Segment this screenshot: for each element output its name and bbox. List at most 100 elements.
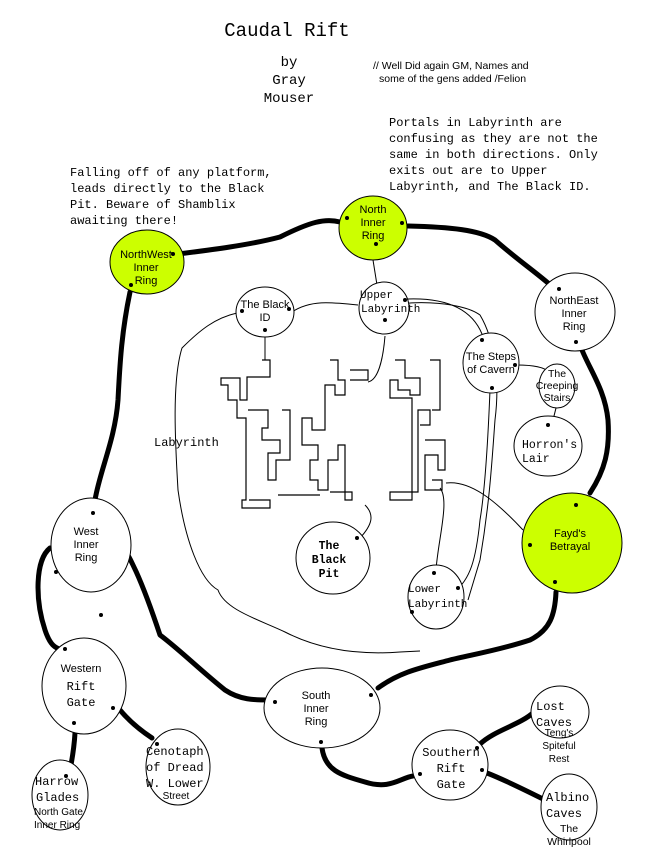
note-line: Labyrinth, and The Black ID.: [389, 180, 591, 194]
node-shape[interactable]: [263, 667, 381, 749]
node-shape[interactable]: [407, 564, 465, 630]
node-shape[interactable]: [358, 281, 410, 335]
node-shape[interactable]: [534, 272, 616, 352]
byline-by: by: [281, 55, 298, 71]
node-shape[interactable]: [538, 363, 576, 409]
node-label: Western: [61, 663, 102, 675]
node-sublabel: Street: [163, 791, 190, 802]
node-shape[interactable]: [530, 685, 590, 739]
portals-note: Portals in Labyrinth are confusing as th…: [389, 116, 598, 194]
falling-note: Falling off of any platform, leads direc…: [70, 166, 272, 228]
node-shape[interactable]: [145, 728, 211, 806]
node-shape[interactable]: [109, 229, 185, 295]
node-shape[interactable]: [50, 497, 132, 593]
note-line: exits out are to Upper: [389, 164, 547, 178]
note-line: confusing as they are not the: [389, 132, 598, 146]
credit-line-2: some of the gens added /Felion: [379, 73, 526, 85]
link-black-id-upper-labyrinth: [291, 302, 359, 313]
node-shape[interactable]: [513, 415, 583, 477]
node-shape[interactable]: [41, 637, 127, 735]
node-shape[interactable]: [235, 286, 295, 338]
node-shape[interactable]: [31, 759, 89, 831]
road-southern-rift-albino: [484, 770, 548, 803]
road-west-south: [102, 517, 271, 703]
link-maze-fayd: [445, 482, 524, 531]
link-north-upper-labyrinth: [372, 259, 378, 286]
byline-name-1: Gray: [272, 73, 306, 89]
node-shape[interactable]: [411, 729, 489, 801]
road-northwest-north: [175, 218, 343, 257]
road-southern-rift-lost-caves: [477, 709, 537, 747]
node-shape[interactable]: [462, 332, 520, 394]
road-western-rift-cenotaph: [117, 707, 155, 741]
credit-line-1: // Well Did again GM, Names and: [373, 60, 529, 72]
byline-name-2: Mouser: [264, 91, 314, 107]
labyrinth-label: Labyrinth: [154, 436, 219, 450]
exit-dots: [54, 216, 578, 778]
map-title: Caudal Rift: [224, 20, 349, 42]
link-upper-labyrinth-maze: [367, 335, 386, 383]
link-steps-lower-labyrinth: [453, 389, 491, 593]
link-maze-black-pit: [359, 504, 372, 539]
note-line: Portals in Labyrinth are: [389, 116, 562, 130]
note-line: Falling off of any platform,: [70, 166, 272, 180]
road-northwest-west: [92, 289, 133, 503]
road-northeast-fayds: [579, 347, 611, 496]
node-shape[interactable]: [338, 195, 408, 261]
link-maze-lower-labyrinth: [435, 487, 445, 571]
road-south-southern-rift: [319, 745, 416, 788]
link-upper-labyrinth-steps: [407, 298, 483, 335]
node-shape[interactable]: [295, 521, 371, 595]
road-fayds-south: [375, 589, 559, 691]
note-line: awaiting there!: [70, 214, 178, 228]
note-line: same in both directions. Only: [389, 148, 598, 162]
node-shape[interactable]: [521, 492, 623, 594]
road-west-western-rift: [35, 545, 65, 653]
node-shape[interactable]: [540, 773, 598, 841]
note-line: leads directly to the Black: [70, 182, 264, 196]
labyrinth-maze: [220, 359, 446, 509]
note-line: Pit. Beware of Shamblix: [70, 198, 236, 212]
